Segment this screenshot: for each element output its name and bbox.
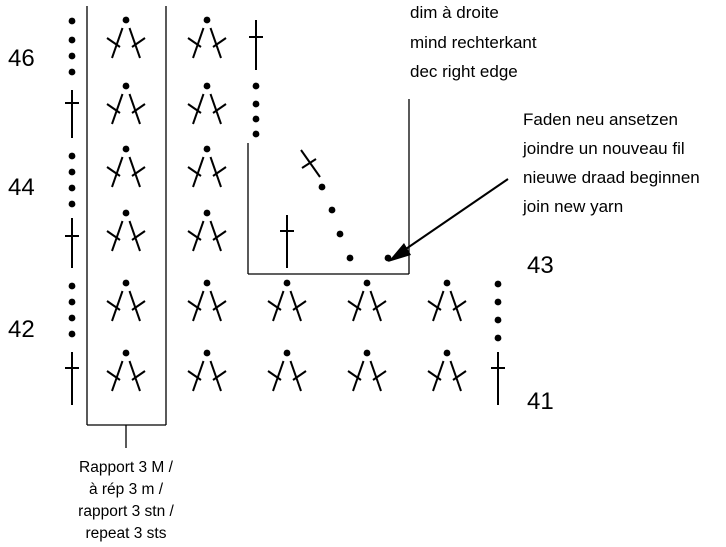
chain-dot — [68, 282, 76, 290]
v-cluster-symbol — [187, 348, 227, 392]
v-cluster-symbol — [187, 278, 227, 322]
chain-dot — [68, 168, 76, 176]
chain-dot — [68, 52, 76, 60]
v-cluster-symbol — [427, 348, 467, 392]
chain-dot — [384, 254, 392, 262]
v-cluster-symbol — [106, 208, 146, 252]
v-cluster-symbol — [187, 81, 227, 125]
treble-symbol — [249, 20, 263, 70]
note-repeat-de: Rapport 3 M / — [79, 459, 174, 476]
chain-dot — [68, 36, 76, 44]
chain-dot — [328, 206, 336, 214]
chain-dot — [68, 298, 76, 306]
treble-symbol — [65, 90, 79, 138]
chain-dot — [346, 254, 354, 262]
v-cluster-symbol — [347, 348, 387, 392]
v-cluster-symbol — [267, 278, 307, 322]
chain-dot — [68, 330, 76, 338]
chain-dot — [494, 316, 502, 324]
v-cluster-symbol — [187, 208, 227, 252]
decrease-treble-symbol — [300, 149, 321, 178]
note-decrease-fr: dim à droite — [410, 3, 499, 22]
v-cluster-symbol — [347, 278, 387, 322]
chain-dot — [494, 334, 502, 342]
note-decrease-en: dec right edge — [410, 62, 518, 81]
chain-dot — [252, 100, 260, 108]
v-cluster-symbol — [427, 278, 467, 322]
chart-outline — [86, 6, 509, 448]
v-cluster-symbol — [187, 15, 227, 60]
v-cluster-symbol — [106, 348, 146, 392]
v-cluster-symbol — [106, 144, 146, 188]
note-repeat: Rapport 3 M / à rép 3 m / rapport 3 stn … — [78, 459, 174, 542]
treble-symbol — [65, 352, 79, 405]
v-cluster-symbol — [106, 15, 146, 60]
chain-dot — [68, 314, 76, 322]
note-join-de: Faden neu ansetzen — [523, 110, 678, 129]
chain-dot — [68, 68, 76, 76]
v-cluster-symbol — [106, 81, 146, 125]
chain-dot — [494, 298, 502, 306]
chain-dot — [252, 82, 260, 90]
chain-dot — [68, 200, 76, 208]
row-number-41: 41 — [527, 388, 554, 415]
note-join-nl: nieuwe draad beginnen — [523, 168, 700, 187]
row-number-44: 44 — [8, 174, 35, 201]
chain-dot — [252, 115, 260, 123]
note-join-fr: joindre un nouveau fil — [522, 139, 685, 158]
treble-symbol — [491, 352, 505, 405]
treble-symbol — [65, 218, 79, 268]
v-cluster-symbol — [187, 144, 227, 188]
v-cluster-symbol — [267, 348, 307, 392]
note-decrease-nl: mind rechterkant — [410, 33, 537, 52]
arrow-head — [388, 243, 411, 262]
note-decrease: dim à droite mind rechterkant dec right … — [410, 3, 537, 81]
chain-dot — [336, 230, 344, 238]
chain-dot — [68, 152, 76, 160]
note-join-en: join new yarn — [522, 197, 623, 216]
v-cluster-symbol — [106, 278, 146, 322]
note-join: Faden neu ansetzen joindre un nouveau fi… — [522, 110, 700, 216]
note-repeat-nl: rapport 3 stn / — [78, 503, 174, 520]
row-number-42: 42 — [8, 316, 35, 343]
note-repeat-fr: à rép 3 m / — [89, 481, 164, 498]
treble-symbol — [280, 215, 294, 268]
chain-dot — [318, 183, 326, 191]
row-number-46: 46 — [8, 45, 35, 72]
chain-dot — [68, 17, 76, 25]
chain-dot — [494, 280, 502, 288]
row-number-43: 43 — [527, 252, 554, 279]
note-repeat-en: repeat 3 sts — [86, 525, 167, 542]
chain-dot — [68, 184, 76, 192]
join-arrow — [399, 178, 509, 254]
stitch-symbols — [65, 15, 505, 405]
chain-dot — [252, 130, 260, 138]
